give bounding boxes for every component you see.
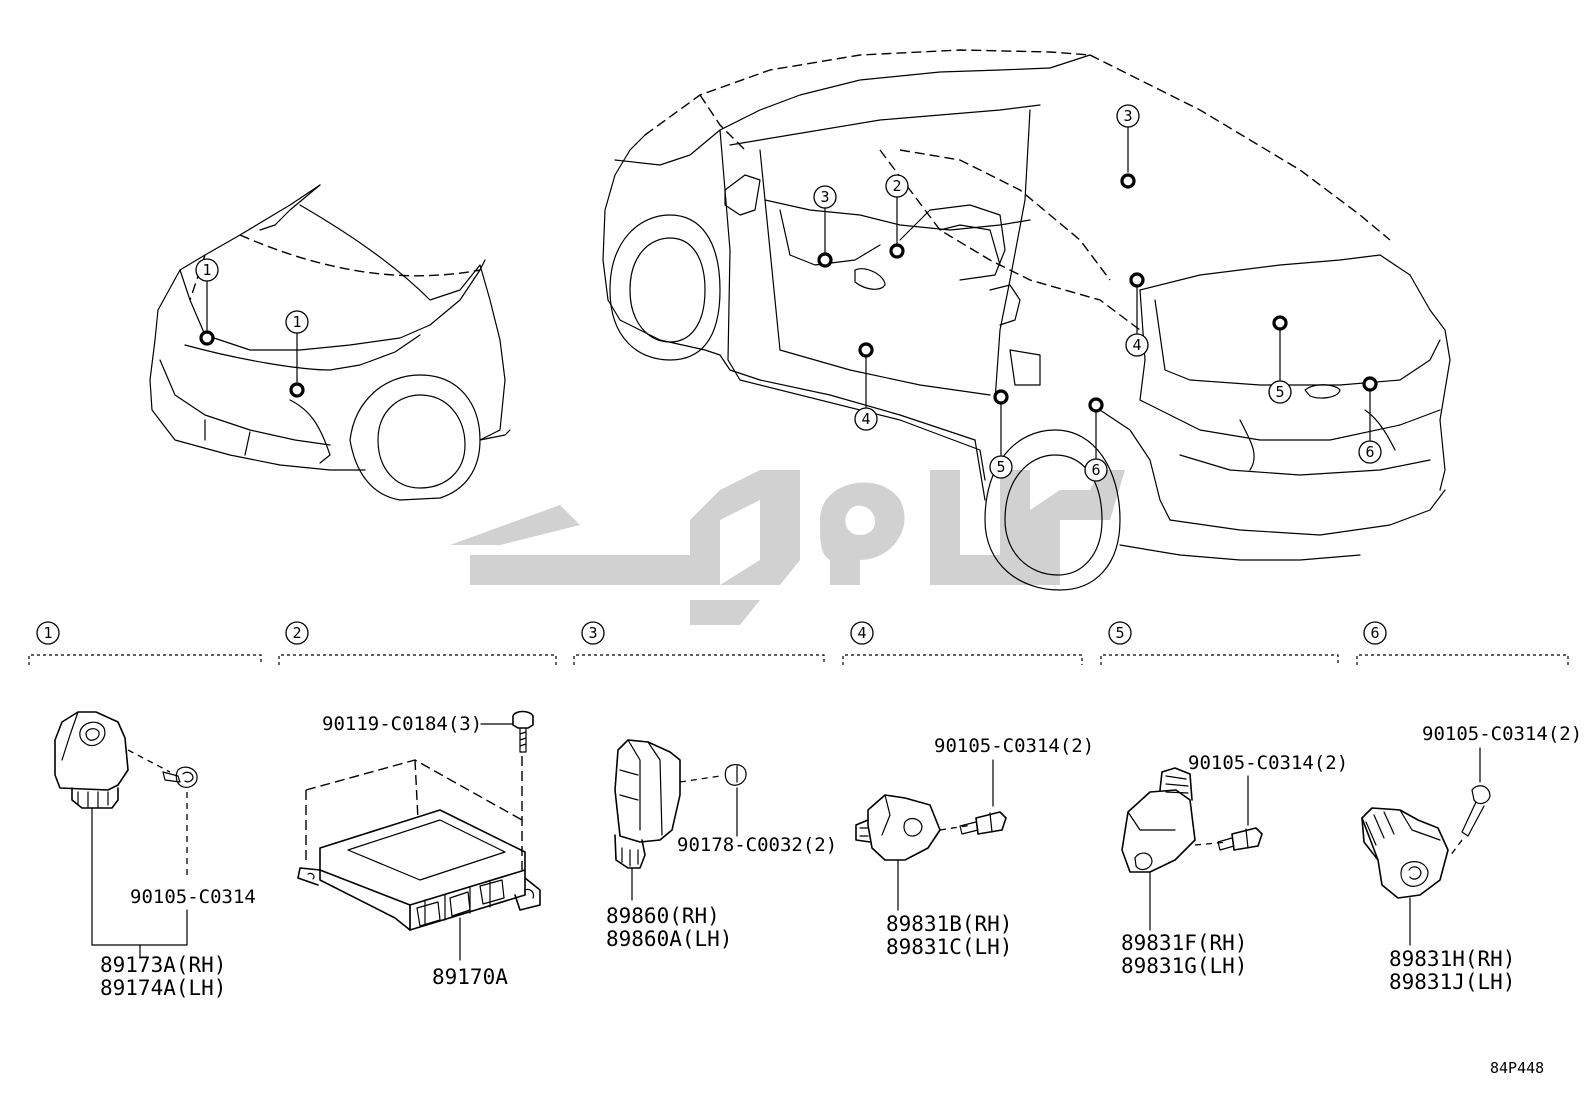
section-3-fastener-label: 90178-C0032(2) — [677, 834, 837, 856]
callout-4b: 4 — [1132, 336, 1141, 354]
front-vehicle-view: 1 1 — [149, 184, 511, 501]
section-1-part-rh: 89173A(RH) — [100, 953, 226, 977]
callout-2: 2 — [892, 177, 901, 195]
section-4-sensor: 90105-C0314(2) 89831B(RH) 89831C(LH) — [855, 735, 1094, 959]
section-6-fastener-label: 90105-C0314(2) — [1422, 723, 1582, 745]
section-6-part-rh: 89831H(RH) — [1389, 947, 1515, 971]
section-1-fastener-label: 90105-C0314 — [130, 886, 256, 908]
section-2-ecu: 90119-C0184(3) 89170A — [297, 710, 541, 989]
cutaway-vehicle-view: 3 2 3 4 4 5 6 5 6 — [602, 49, 1451, 591]
callout-6b: 6 — [1365, 443, 1374, 461]
section-6-sensor: 90105-C0314(2) 89831H(RH) 89831J(LH) — [1361, 723, 1582, 994]
watermark-logo — [450, 470, 1125, 625]
section-1-part-lh: 89174A(LH) — [100, 976, 226, 1000]
section-headers: 1 2 3 4 5 6 — [28, 621, 1569, 665]
section-3-sensor: 90178-C0032(2) 89860(RH) 89860A(LH) — [606, 739, 837, 951]
section-5-part-lh: 89831G(LH) — [1121, 954, 1247, 978]
section-2-part: 89170A — [432, 965, 508, 989]
section-1-number: 1 — [43, 624, 52, 642]
section-6-number: 6 — [1370, 624, 1379, 642]
callout-1a: 1 — [202, 261, 211, 279]
callout-1b: 1 — [292, 313, 301, 331]
diagram-reference-code: 84P448 — [1490, 1059, 1544, 1077]
section-6-part-lh: 89831J(LH) — [1389, 970, 1515, 994]
section-1-sensor: 90105-C0314 89173A(RH) 89174A(LH) — [54, 711, 256, 1000]
section-4-part-rh: 89831B(RH) — [886, 912, 1012, 936]
callout-4a: 4 — [861, 410, 870, 428]
section-3-part-rh: 89860(RH) — [606, 904, 720, 928]
section-2-number: 2 — [292, 624, 301, 642]
callout-5a: 5 — [996, 458, 1005, 476]
callout-6a: 6 — [1091, 461, 1100, 479]
section-4-fastener-label: 90105-C0314(2) — [934, 735, 1094, 757]
callout-3b: 3 — [1123, 107, 1132, 125]
section-4-number: 4 — [857, 624, 866, 642]
callout-5b: 5 — [1275, 383, 1284, 401]
section-3-number: 3 — [588, 624, 597, 642]
section-2-fastener-label: 90119-C0184(3) — [322, 713, 482, 735]
section-5-sensor: 90105-C0314(2) 89831F(RH) 89831G(LH) — [1121, 752, 1348, 978]
section-5-fastener-label: 90105-C0314(2) — [1188, 752, 1348, 774]
section-4-part-lh: 89831C(LH) — [886, 935, 1012, 959]
section-5-part-rh: 89831F(RH) — [1121, 931, 1247, 955]
callout-3a: 3 — [820, 188, 829, 206]
section-3-part-lh: 89860A(LH) — [606, 927, 732, 951]
section-5-number: 5 — [1115, 624, 1124, 642]
